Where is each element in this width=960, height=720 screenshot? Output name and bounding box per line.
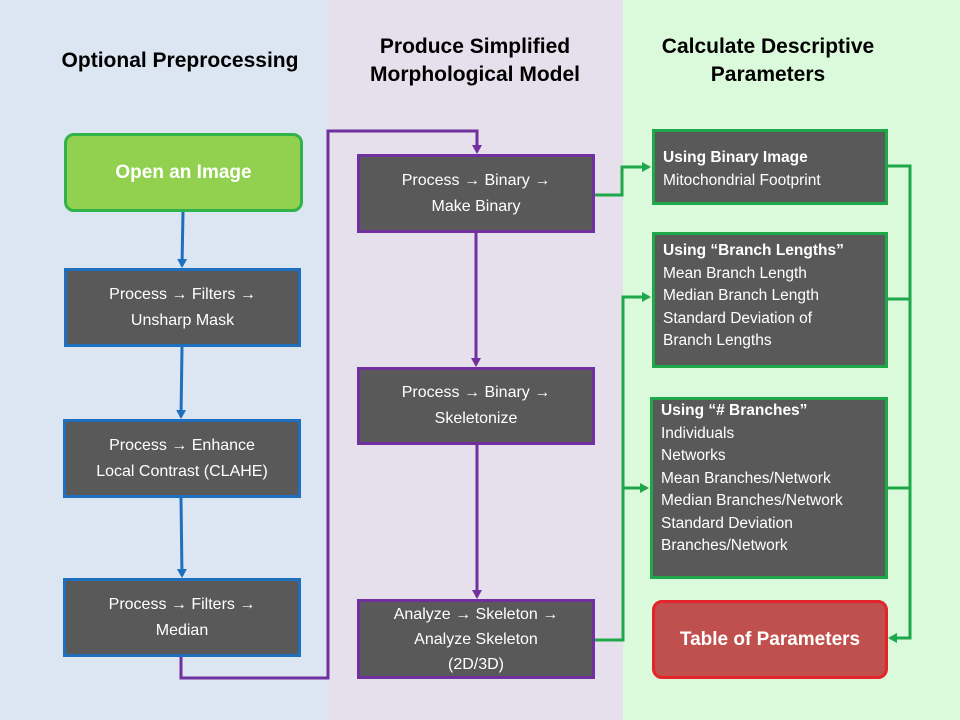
skeletonize-step[interactable]: Process → Binary → Skeletonize xyxy=(357,367,595,445)
branch-lengths-parameters[interactable]: Using “Branch Lengths” Mean Branch Lengt… xyxy=(652,232,888,368)
parameters-header: Calculate Descriptive Parameters xyxy=(628,33,908,89)
binary-image-parameters[interactable]: Using Binary Image Mitochondrial Footpri… xyxy=(652,129,888,205)
make-binary-step[interactable]: Process → Binary → Make Binary xyxy=(357,154,595,233)
branches-item-5: Standard Deviation xyxy=(661,514,793,532)
binary-image-item-1: Mitochondrial Footprint xyxy=(663,171,821,189)
make-binary-line1: Process → Binary → xyxy=(401,171,551,189)
skeletonize-line2: Skeletonize xyxy=(434,410,518,427)
skeletonize-line1: Process → Binary → xyxy=(401,384,551,401)
make-binary-line2: Make Binary xyxy=(431,197,521,215)
arrow-median-to-binary xyxy=(179,129,482,680)
open-image-terminal[interactable]: Open an Image xyxy=(64,133,303,212)
analyze-skeleton-step[interactable]: Analyze → Skeleton → Analyze Skeleton (2… xyxy=(357,599,595,679)
branch-lengths-item-2: Median Branch Length xyxy=(663,287,819,304)
model-header-line1: Produce Simplified xyxy=(379,35,571,58)
analyze-skeleton-line3: (2D/3D) xyxy=(447,655,504,673)
unsharp-mask-step[interactable]: Process → Filters → Unsharp Mask xyxy=(64,268,301,347)
median-line2: Median xyxy=(155,621,209,639)
median-line1: Process → Filters → xyxy=(108,595,256,613)
analyze-skeleton-line1: Analyze → Skeleton → xyxy=(393,605,559,623)
branches-item-3: Mean Branches/Network xyxy=(661,469,831,487)
clahe-line2: Local Contrast (CLAHE) xyxy=(96,462,268,480)
branch-lengths-item-4: Branch Lengths xyxy=(663,332,772,349)
clahe-line1: Process → Enhance xyxy=(109,436,255,454)
median-step[interactable]: Process → Filters → Median xyxy=(63,578,301,657)
arrow-analyze-to-groups xyxy=(595,292,651,642)
unsharp-mask-line2: Unsharp Mask xyxy=(130,311,235,329)
table-of-parameters-terminal[interactable]: Table of Parameters xyxy=(652,600,888,679)
branch-lengths-item-1: Mean Branch Length xyxy=(663,264,807,282)
arrow-binary-to-footprint xyxy=(595,162,651,197)
model-header-line2: Morphological Model xyxy=(370,63,580,86)
branches-title: Using “# Branches” xyxy=(661,402,808,419)
branch-lengths-item-3: Standard Deviation of xyxy=(663,309,813,327)
binary-image-title: Using Binary Image xyxy=(663,149,808,166)
analyze-skeleton-line2: Analyze Skeleton xyxy=(414,630,538,648)
arrow-unsharp-to-clahe xyxy=(176,346,187,419)
clahe-step[interactable]: Process → Enhance Local Contrast (CLAHE) xyxy=(63,419,301,498)
branches-item-1: Individuals xyxy=(661,424,735,442)
arrow-clahe-to-median xyxy=(176,497,187,578)
arrow-params-to-table xyxy=(888,164,912,643)
parameters-header-line1: Calculate Descriptive xyxy=(661,35,875,58)
preprocessing-header: Optional Preprocessing xyxy=(61,49,299,72)
branches-item-6: Branches/Network xyxy=(661,537,788,554)
branches-item-2: Networks xyxy=(661,447,726,464)
parameters-header-line2: Parameters xyxy=(710,63,826,86)
model-header: Produce Simplified Morphological Model xyxy=(335,33,615,89)
branches-item-4: Median Branches/Network xyxy=(661,492,843,509)
branches-parameters[interactable]: Using “# Branches” Individuals Networks … xyxy=(650,397,888,579)
unsharp-mask-line1: Process → Filters → xyxy=(109,285,256,303)
branch-lengths-title: Using “Branch Lengths” xyxy=(663,242,844,259)
arrow-open-to-unsharp xyxy=(177,211,188,268)
